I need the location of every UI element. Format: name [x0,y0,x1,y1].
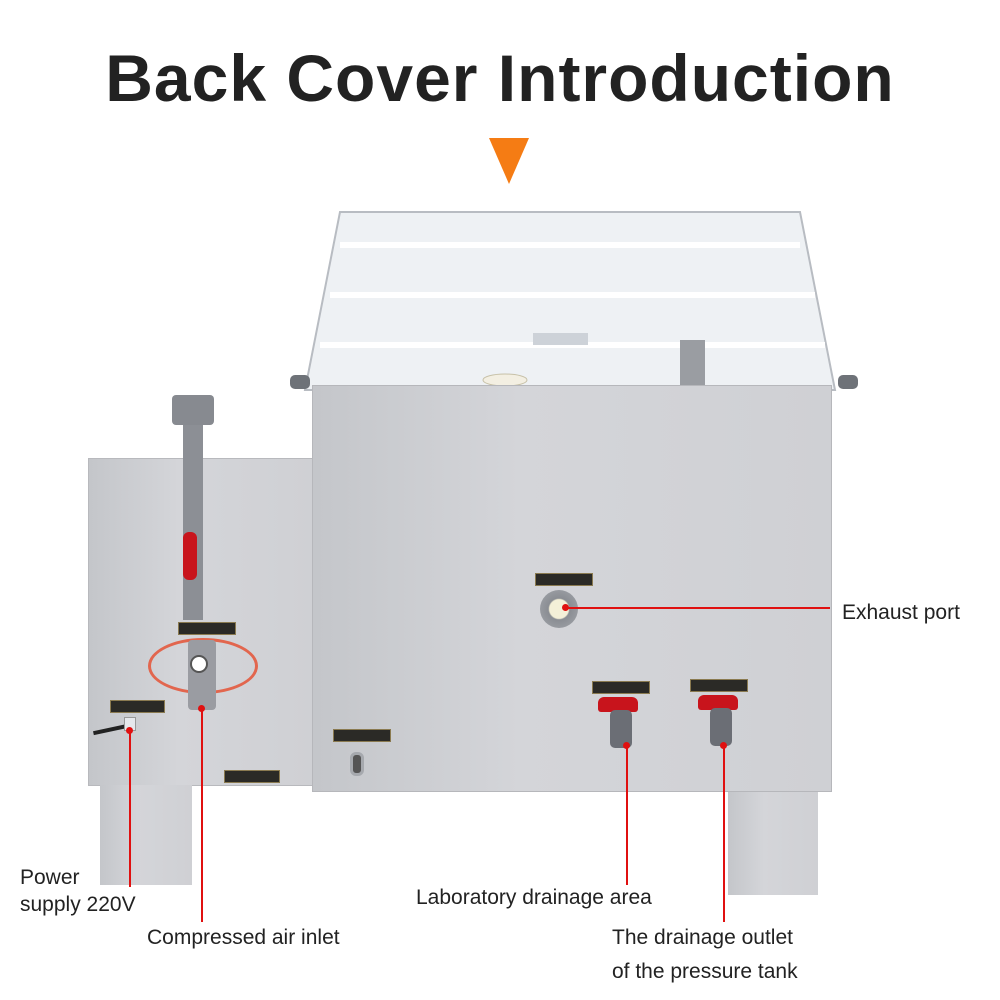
left-leg [100,785,192,885]
exhaust-port-label: Exhaust port [842,601,960,624]
water-inlet [350,752,364,776]
lab-drain-pipe [610,710,632,748]
power-supply-label-line1: Power [20,866,80,889]
compressed-air-pointer-line [201,708,203,922]
transparent-lid [290,211,858,391]
inlet-pipe [172,395,214,425]
down-arrow-icon [489,138,529,184]
nameplate [690,679,748,692]
page-title: Back Cover Introduction [105,41,895,115]
tank-drain-label-line1: The drainage outlet [612,926,793,949]
pressure-regulator [188,640,216,710]
pointer-dot [198,705,205,712]
tank-drain-label-line2: of the pressure tank [612,960,798,983]
nameplate [224,770,280,783]
exhaust-pointer-line [565,607,830,609]
exhaust-port [540,590,578,628]
lab-drain-pointer-line [626,745,628,885]
power-supply-label-line2: supply 220V [20,893,136,916]
power-pointer-line [129,730,131,887]
pipe-stem [183,425,203,620]
nameplate [110,700,165,713]
nameplate [592,681,650,694]
pressure-gauge-icon [190,655,208,673]
lab-drain-valve [598,697,638,712]
pipe-valve [183,532,197,580]
pointer-dot [623,742,630,749]
pointer-dot [720,742,727,749]
nameplate [535,573,593,586]
lab-drainage-label: Laboratory drainage area [416,886,652,909]
pointer-dot [126,727,133,734]
main-body [312,385,832,792]
tank-drain-pointer-line [723,745,725,922]
pointer-dot [562,604,569,611]
nameplate [178,622,236,635]
tank-drain-pipe [710,708,732,746]
nameplate [333,729,391,742]
right-leg [728,785,818,895]
compressed-air-label: Compressed air inlet [147,926,340,949]
tank-drain-valve [698,695,738,710]
